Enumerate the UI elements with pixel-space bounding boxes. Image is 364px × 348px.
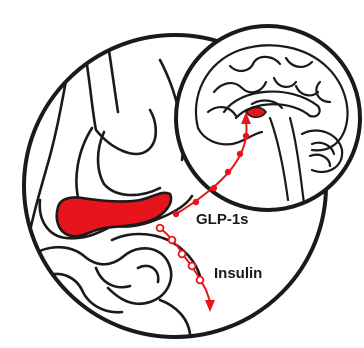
hypothalamus-target: [246, 108, 266, 118]
glp1-label: GLP-1s: [196, 211, 249, 228]
insulin-label: Insulin: [214, 265, 262, 282]
brain-inset: [176, 26, 360, 210]
